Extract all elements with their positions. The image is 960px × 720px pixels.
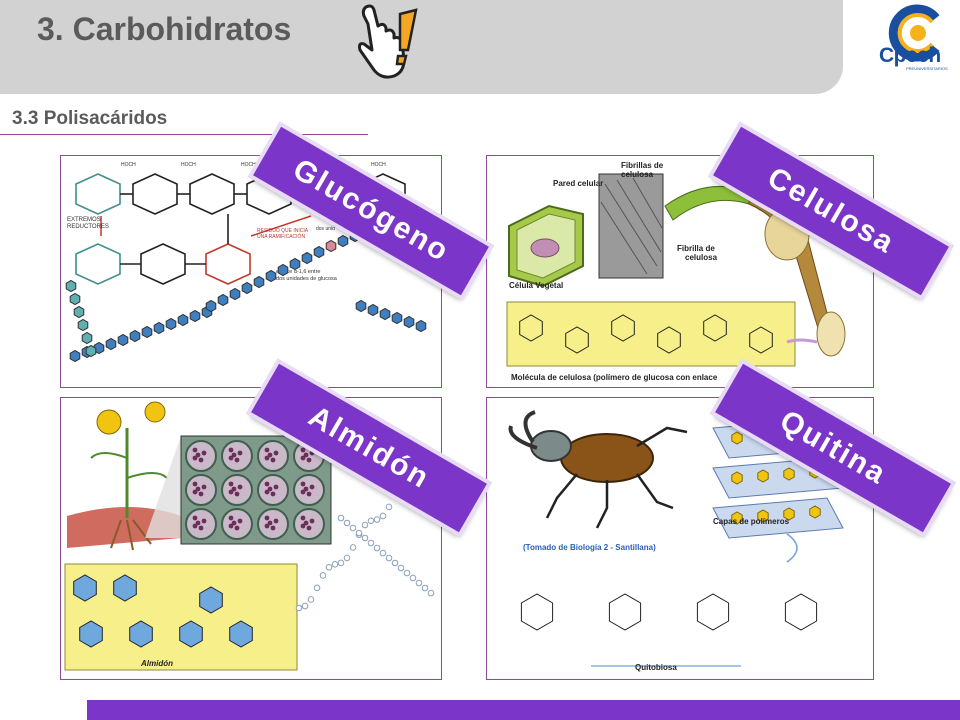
almidon-caption: Almidón [140, 659, 173, 668]
fibrillas-label: Fibrillas de [621, 161, 664, 170]
quitobiosa-label: Quitobiosa [635, 663, 677, 672]
logo-subtext: PREUNIVERSITARIOS [906, 66, 948, 71]
ramificacion-label: UNA RAMIFICACIÓN [257, 233, 305, 240]
starch-ring-chain [73, 574, 253, 648]
hoch-label-3: HOCH [241, 162, 256, 168]
chitin-illustration: Capas de polímeros (Tomado de Biología 2… [508, 410, 844, 672]
enlace-label: enlace α-1,6 entre [276, 269, 320, 275]
hoch-label-2: HOCH [181, 162, 196, 168]
chitin-ring-chain [520, 593, 818, 631]
extremos-label: EXTREMOS [67, 217, 101, 223]
header-bar [0, 0, 843, 94]
residuo-label: RESIDUO QUE INICIA [257, 228, 309, 234]
hoch-label-1: HOCH [121, 162, 136, 168]
fibrilla-celulosa-label: celulosa [685, 253, 718, 262]
fibrillas-celulosa-label: celulosa [621, 170, 654, 179]
glycogen-illustration: EXTREMOS REDUCTORES RESIDUO QUE INICIA U… [65, 162, 427, 363]
pared-celular-label: Pared celular [553, 179, 603, 188]
subtitle-divider [0, 134, 368, 135]
capas-label: Capas de polímeros [713, 517, 790, 526]
footer-bar [87, 700, 960, 720]
enlace-sub-label: dos unidades de glucosa [276, 276, 338, 282]
pointing-hand-icon [358, 4, 418, 79]
hoch-label-4: HOCH [371, 162, 386, 168]
celula-vegetal-label: Célula Vegetal [509, 281, 563, 290]
cellulose-illustration: Pared celular Fibrillas de celulosa Fibr… [506, 161, 846, 382]
page-title: 3. Carbohidratos [37, 11, 292, 47]
reductores-label: REDUCTORES [67, 224, 109, 230]
section-subtitle: 3.3 Polisacáridos [12, 108, 168, 129]
cpech-logo-icon [888, 4, 940, 62]
dos-label: dos unid [316, 226, 335, 232]
cellulose-ring-chain [519, 314, 773, 354]
fibrilla-label: Fibrilla de [677, 244, 715, 253]
source-caption: (Tomado de Biología 2 - Santillana) [523, 543, 656, 552]
molecula-label: Molécula de celulosa (polímero de glucos… [511, 373, 718, 382]
logo-text: Cpech [879, 44, 941, 67]
